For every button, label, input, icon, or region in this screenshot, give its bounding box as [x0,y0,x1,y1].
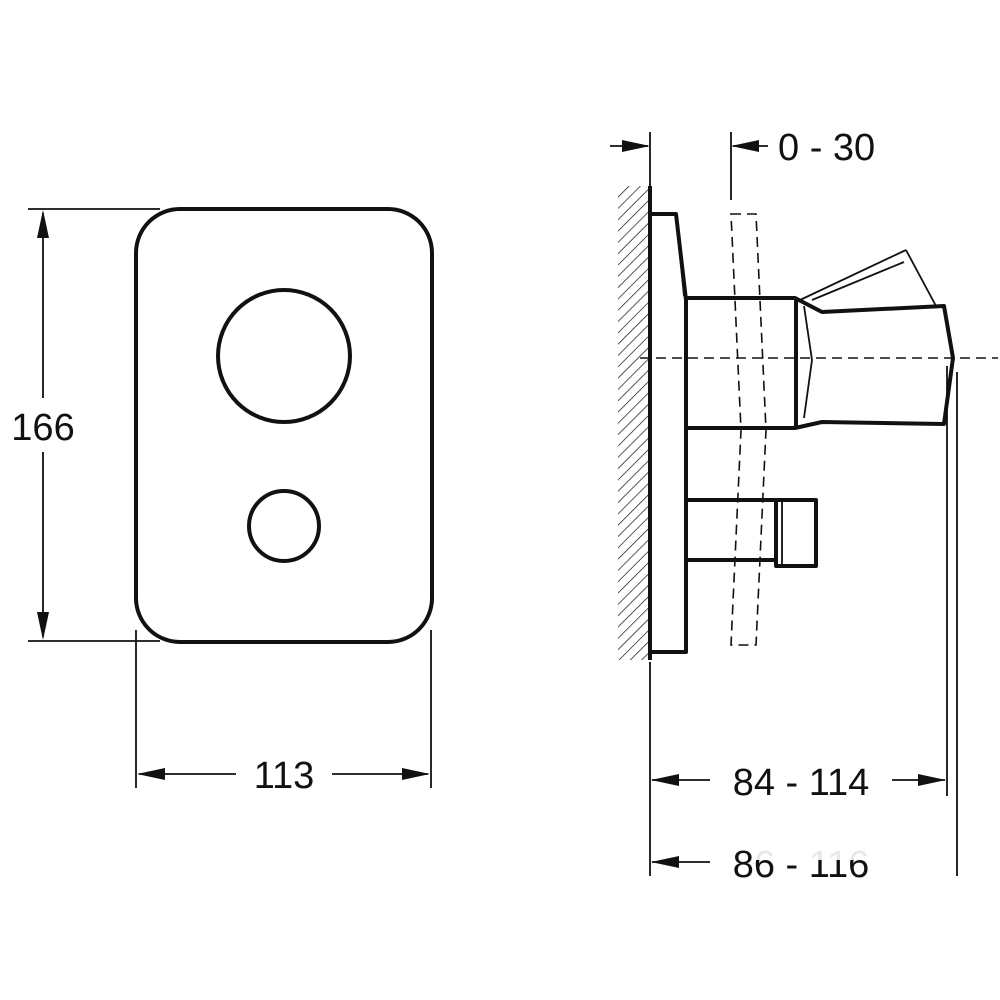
diverter-cap [774,498,818,568]
depth2-arrow-left [651,856,679,868]
depth-arrow-left [651,774,679,786]
width-arrow-left [137,768,165,780]
diverter-knob [247,489,321,563]
handle-lever-inner [811,261,905,301]
adjust-label: 0 - 30 [778,127,875,169]
depth-arrow-right [918,774,946,786]
plate-profile [650,212,688,654]
watermark-mask [755,838,873,860]
wall-hatching [618,186,650,660]
handle-collar [803,305,813,419]
depth-label: 84 - 114 [733,762,870,804]
height-label: 166 [11,407,74,449]
handle-body [686,296,955,430]
height-arrow-top [37,210,49,238]
thermostat-knob [216,288,352,424]
handle-lever-edge [905,249,937,307]
height-arrow-bottom [37,612,49,640]
plate-profile-inner [675,213,685,297]
handle-lever-top [799,249,907,301]
adjust-arrow-left [622,140,650,152]
width-arrow-right [402,768,430,780]
width-label: 113 [254,755,315,797]
adjust-arrow-right [731,140,759,152]
diverter-body [686,498,776,562]
front-view: 166 113 [11,207,434,797]
side-view: 0 - 30 84 - 114 86 - 116 [610,127,998,886]
cover-plate [134,207,434,644]
